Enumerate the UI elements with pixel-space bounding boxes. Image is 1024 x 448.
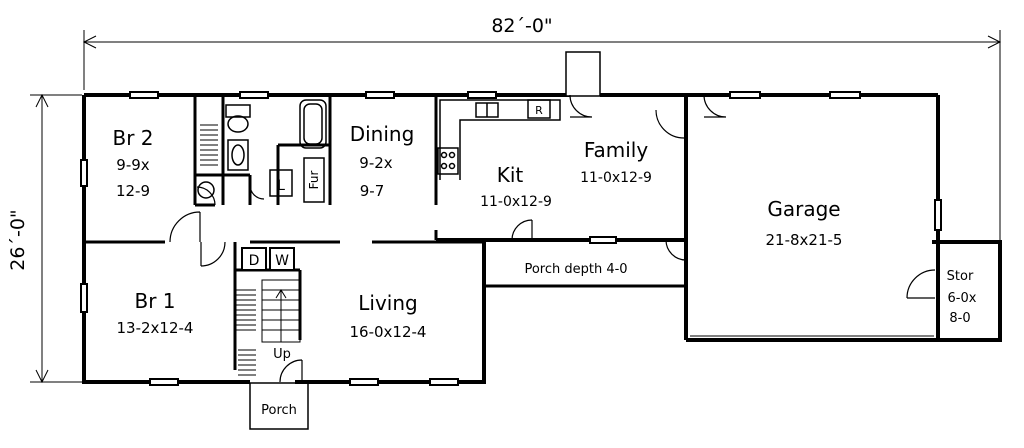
- kit-name: Kit: [497, 163, 524, 187]
- overall-width-label: 82´-0": [491, 15, 552, 37]
- chimney: [565, 51, 601, 97]
- stair: [261, 279, 301, 343]
- porch-label: Porch: [261, 403, 297, 418]
- overall-depth-label: 26´-0": [7, 209, 29, 270]
- br2-name: Br 2: [112, 126, 153, 150]
- dryer-label: D: [249, 253, 260, 269]
- garage-name: Garage: [767, 197, 840, 221]
- stair-up-label: Up: [273, 347, 291, 362]
- window-marks: [80, 91, 942, 386]
- refrigerator-label: R: [535, 104, 543, 117]
- laundry-label: L: [277, 178, 285, 194]
- br1-name: Br 1: [134, 289, 175, 313]
- br2-size-a: 9-9x: [116, 156, 149, 174]
- family-name: Family: [584, 138, 649, 162]
- dining-name: Dining: [350, 122, 415, 146]
- closet-shelves: [200, 124, 256, 376]
- br2-size-b: 12-9: [116, 182, 150, 200]
- stor-size-a: 6-0x: [948, 291, 977, 306]
- overall-depth-dimension: [30, 93, 82, 384]
- porch-outlines: [249, 244, 687, 430]
- interior-walls: [84, 95, 484, 370]
- living-size: 16-0x12-4: [350, 323, 427, 341]
- stor-size-b: 8-0: [949, 311, 970, 326]
- family-size: 11-0x12-9: [580, 170, 652, 186]
- dining-size-a: 9-2x: [359, 154, 392, 172]
- kitchen-counters: [437, 99, 561, 180]
- porch-depth-label: Porch depth 4-0: [524, 262, 627, 277]
- washer-dryer: [241, 247, 295, 271]
- door-swings: [169, 94, 936, 383]
- washer-label: W: [275, 253, 289, 269]
- stor-name: Stor: [947, 269, 974, 284]
- br1-size: 13-2x12-4: [117, 319, 194, 337]
- laundry-furnace-boxes: [269, 157, 325, 203]
- kit-size: 11-0x12-9: [480, 194, 552, 210]
- living-name: Living: [358, 291, 417, 315]
- garage-size: 21-8x21-5: [766, 231, 843, 249]
- dining-size-b: 9-7: [360, 182, 385, 200]
- bathroom-fixtures: [197, 99, 327, 199]
- exterior-walls: [82, 93, 1002, 384]
- overall-width-dimension: [82, 30, 1002, 250]
- furnace-label: Fur: [307, 171, 321, 190]
